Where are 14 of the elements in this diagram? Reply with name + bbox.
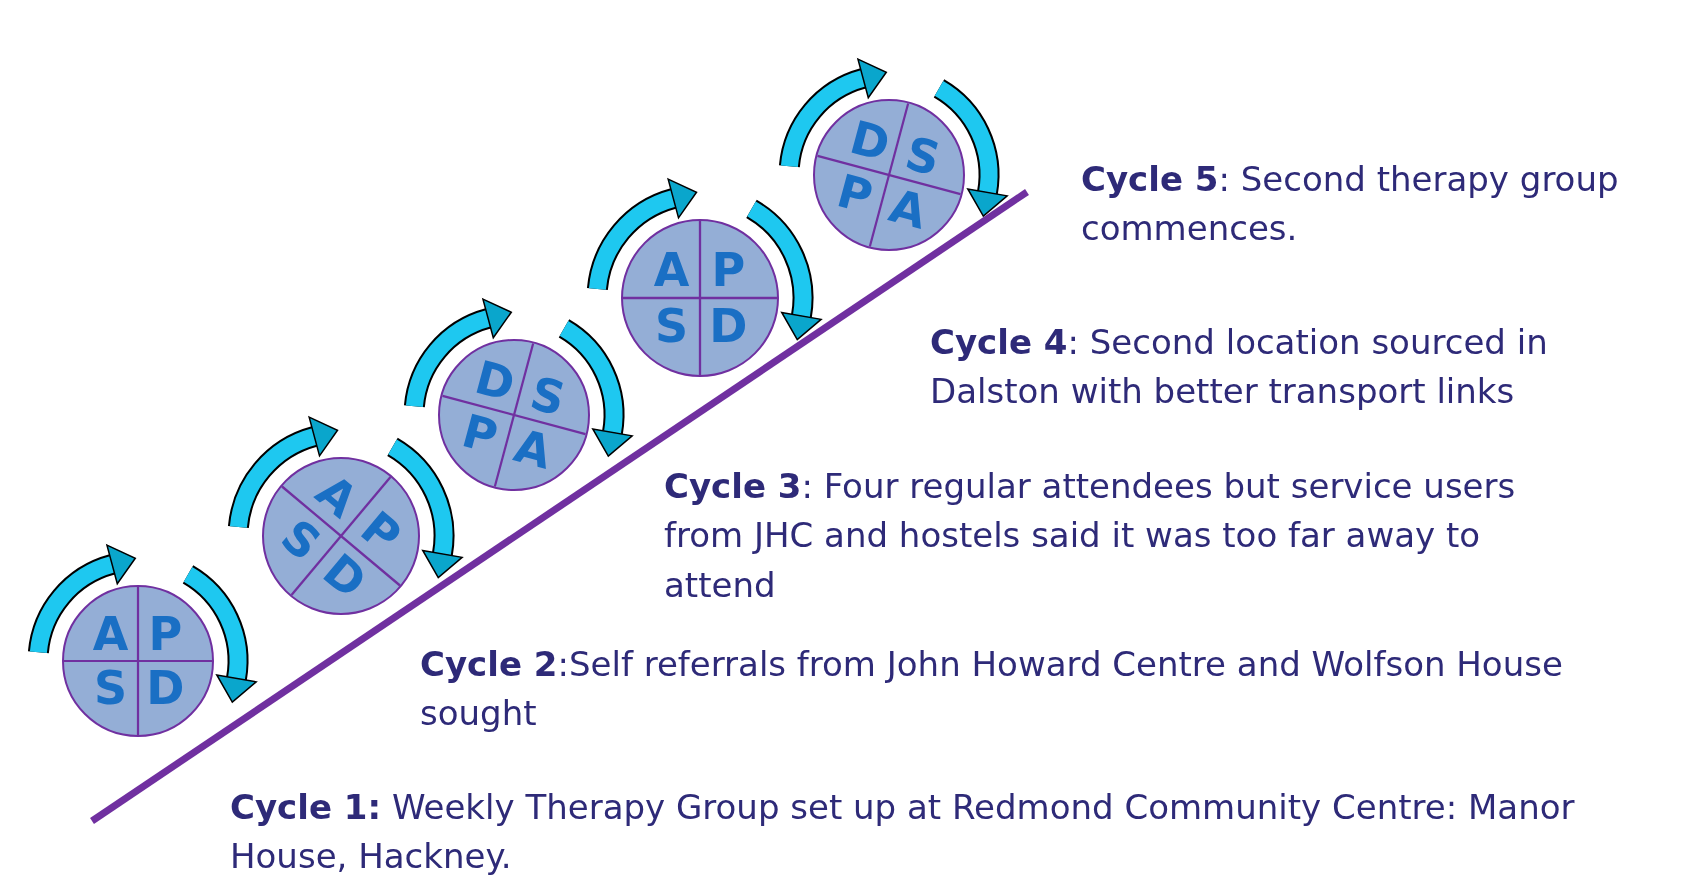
cycle-description: Cycle 4: Second location sourced in Dalston with better transport links xyxy=(930,321,1549,414)
quadrant-letter: P xyxy=(710,246,747,293)
quadrant-letter: S xyxy=(653,303,690,350)
quadrant-letter: A xyxy=(91,610,130,657)
quadrant-letter: S xyxy=(93,665,129,712)
cycle-description: Cycle 3: Four regular attendees but service users from JHC and hostels said it was too far away to attend xyxy=(664,465,1517,607)
cycle-description: Cycle 2:Self referrals from John Howard Centre and Wolfson House sought xyxy=(420,643,1564,736)
cycle-description: Cycle 5: Second therapy group commences. xyxy=(1081,158,1620,251)
pdsa-circle xyxy=(438,339,590,491)
quadrant-letter: A xyxy=(652,246,691,293)
quadrant-letter: D xyxy=(145,665,186,712)
cycle-description: Cycle 1: Weekly Therapy Group set up at Redmond Community Centre: Manor House, Hackney. xyxy=(230,786,1576,879)
quadrant-letter: D xyxy=(708,303,749,350)
quadrant-letter: P xyxy=(147,610,184,657)
